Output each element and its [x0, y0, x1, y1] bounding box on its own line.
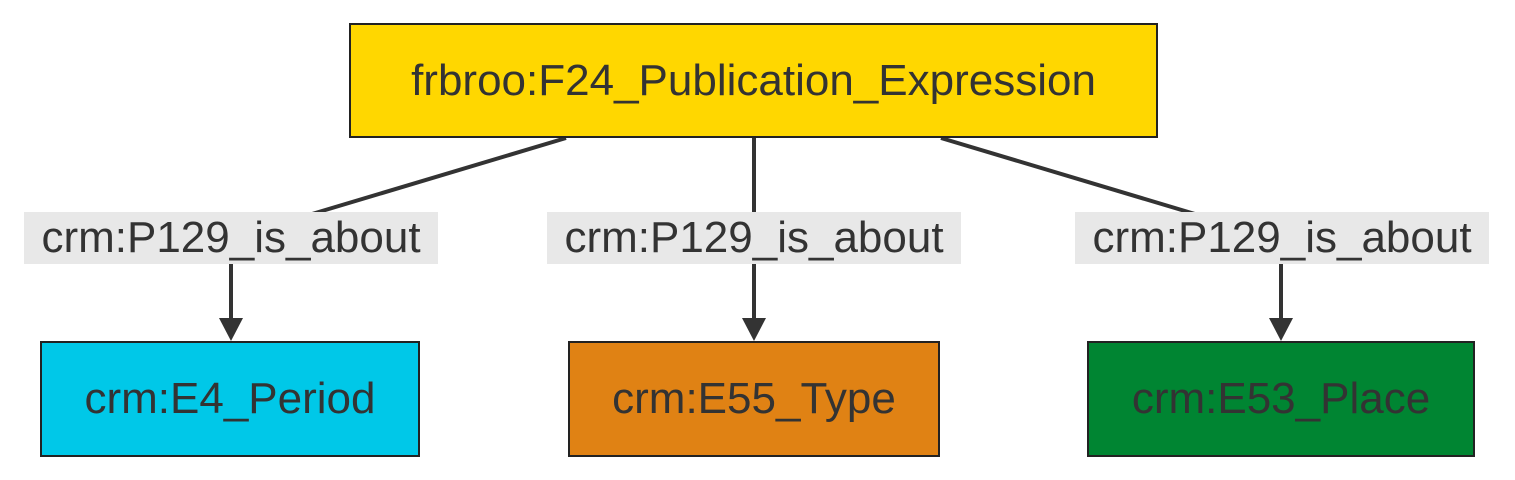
edge-label-text: crm:P129_is_about	[1092, 213, 1472, 262]
edge-label-text: crm:P129_is_about	[564, 213, 944, 262]
edge-label-p129-type: crm:P129_is_about	[547, 212, 961, 264]
node-e4-period[interactable]: crm:E4_Period	[40, 341, 420, 457]
edge-label-p129-period: crm:P129_is_about	[24, 212, 438, 264]
edge-label-text: crm:P129_is_about	[41, 213, 421, 262]
node-label: crm:E53_Place	[1131, 374, 1431, 423]
arrowhead-type	[742, 318, 766, 341]
arrowhead-period	[219, 318, 243, 341]
node-f24-publication-expression[interactable]: frbroo:F24_Publication_Expression	[349, 23, 1158, 138]
edge-root-period	[311, 136, 567, 216]
node-label: crm:E4_Period	[84, 374, 376, 423]
edge-root-place	[940, 136, 1196, 216]
node-label: frbroo:F24_Publication_Expression	[411, 55, 1096, 105]
node-label: crm:E55_Type	[612, 374, 896, 423]
arrowhead-place	[1269, 318, 1293, 341]
node-e55-type[interactable]: crm:E55_Type	[568, 341, 940, 457]
edge-label-p129-place: crm:P129_is_about	[1075, 212, 1489, 264]
node-e53-place[interactable]: crm:E53_Place	[1087, 341, 1475, 457]
